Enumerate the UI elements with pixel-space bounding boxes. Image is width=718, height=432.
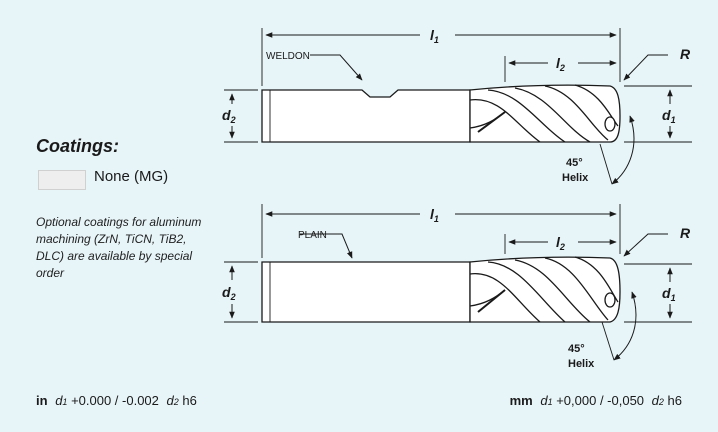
d2-label: d2 [222, 107, 236, 125]
flute-line [487, 89, 566, 143]
cutting-tip [604, 292, 616, 308]
d1-subscript: 1 [547, 397, 553, 407]
d2-symbol: d [651, 393, 659, 408]
flute-line [514, 259, 591, 323]
flute-line [514, 87, 591, 143]
l2-label: l2 [556, 55, 565, 73]
d1-label: d1 [662, 107, 676, 125]
helix-angle-label: 45° [568, 343, 585, 355]
plain-label: PLAIN [298, 230, 327, 241]
weldon-label: WELDON [266, 51, 310, 62]
weldon-flute-body [469, 84, 621, 143]
plain-shank-outline [261, 261, 471, 323]
optional-coatings-note: Optional coatings for aluminum machining… [36, 215, 202, 280]
flute-edge [477, 111, 506, 133]
flute-line [469, 273, 541, 323]
d2-tolerance: h6 [667, 393, 682, 408]
flute-line [544, 257, 609, 321]
weldon-end-mill-drawing [224, 28, 692, 185]
d1-label: d1 [662, 285, 676, 303]
d2-subscript: 2 [658, 397, 664, 407]
d2-subscript: 2 [173, 397, 179, 407]
flute-line [487, 261, 566, 323]
plain-flute-body [469, 256, 621, 323]
helix-label: Helix [562, 172, 589, 184]
d1-tolerance: +0,000 / -0,050 [556, 393, 645, 408]
tolerance-inch: in d1 +0.000 / -0.002 d2 h6 [36, 393, 197, 408]
tolerance-metric: mm d1 +0,000 / -0,050 d2 h6 [510, 393, 682, 408]
plain-end-mill-drawing [224, 204, 692, 361]
flute-line [544, 85, 609, 141]
coatings-title: Coatings: [36, 136, 119, 156]
l2-label: l2 [556, 234, 565, 252]
d2-tolerance: h6 [182, 393, 197, 408]
d1-symbol: d [540, 393, 548, 408]
coating-option-label: None (MG) [94, 168, 169, 185]
d1-symbol: d [55, 393, 63, 408]
helix-label: Helix [568, 358, 595, 370]
d2-label: d2 [222, 284, 236, 302]
weldon-shank-outline [261, 89, 471, 143]
tolerance-unit: in [36, 393, 48, 408]
coating-swatch-none [38, 170, 86, 190]
radius-label: R [680, 46, 691, 62]
cutting-tip [604, 116, 616, 132]
tolerance-unit: mm [509, 393, 533, 408]
helix-angle-label: 45° [566, 157, 583, 169]
l1-label: l1 [430, 27, 439, 45]
radius-label: R [680, 225, 691, 241]
d2-symbol: d [166, 393, 174, 408]
flute-line [469, 99, 541, 143]
d1-tolerance: +0.000 / -0.002 [71, 393, 159, 408]
d1-subscript: 1 [62, 397, 68, 407]
l1-label: l1 [430, 206, 439, 224]
flute-edge [477, 289, 506, 313]
